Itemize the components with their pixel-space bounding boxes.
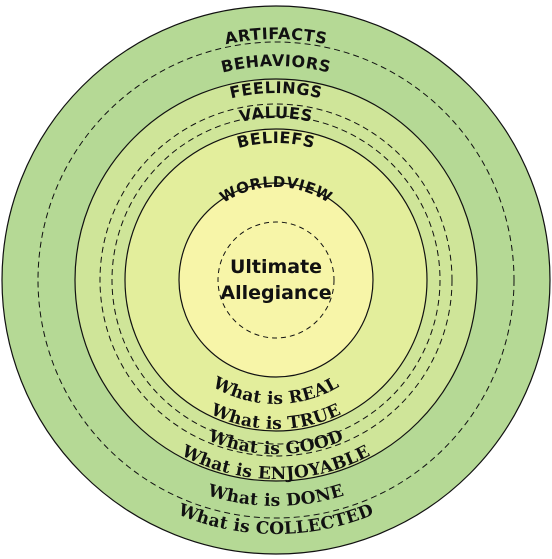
divider-behaviors — [37, 41, 515, 519]
divider-beliefs — [111, 115, 441, 445]
core-circle — [178, 182, 374, 378]
divider-core — [217, 221, 335, 339]
divider-values — [99, 103, 453, 457]
center-title-line1: Ultimate — [230, 256, 322, 278]
layer-label-values: VALUES — [238, 103, 315, 126]
center-title-line2: Allegiance — [220, 282, 331, 304]
